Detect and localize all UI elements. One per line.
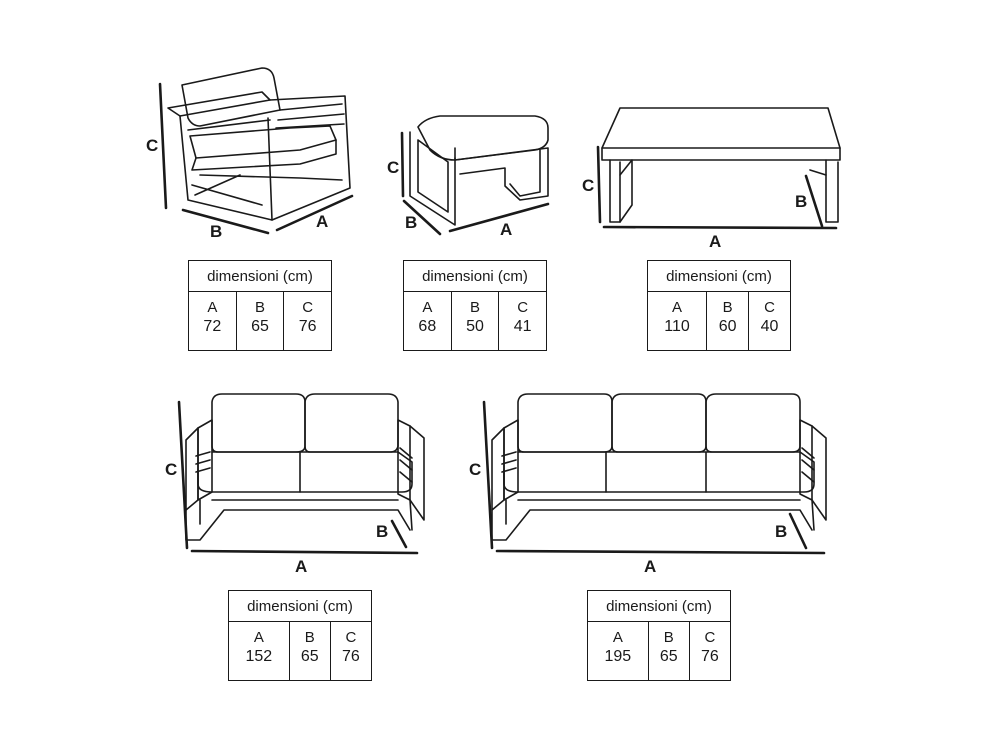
armchair-drawing	[167, 67, 351, 221]
key-c: C	[498, 291, 547, 316]
value-c: 76	[329, 646, 373, 681]
table-label-c: C	[582, 176, 594, 195]
ottoman-dim-a	[448, 202, 550, 233]
coffee-table-dimensions-table: dimensioni (cm) A B C 110 60 40	[646, 260, 791, 351]
table-dim-a	[602, 225, 838, 230]
sofa2-label-a: A	[295, 557, 307, 576]
table-header: dimensioni (cm)	[647, 260, 791, 292]
table-header: dimensioni (cm)	[188, 260, 332, 292]
value-a: 110	[646, 316, 708, 351]
value-b: 65	[288, 646, 331, 681]
value-b: 60	[706, 316, 750, 351]
armchair-dim-a	[275, 194, 354, 232]
sofa3-dim-c	[482, 400, 494, 550]
key-b: B	[450, 291, 500, 316]
armchair-label-a: A	[316, 212, 328, 231]
three-seat-sofa-drawing	[491, 393, 827, 541]
armchair-dim-c	[158, 82, 168, 210]
value-b: 50	[450, 316, 500, 351]
table-label-b: B	[795, 192, 807, 211]
ottoman-label-c: C	[387, 158, 399, 177]
key-b: B	[235, 291, 285, 316]
value-a: 152	[228, 646, 290, 681]
value-b: 65	[647, 646, 690, 681]
sofa2-label-c: C	[165, 460, 177, 479]
ottoman-dim-b	[402, 199, 442, 236]
key-b: B	[706, 291, 750, 316]
key-a: A	[646, 291, 708, 316]
armchair-label-b: B	[210, 222, 222, 241]
sofa2-dim-c	[177, 400, 189, 550]
value-c: 40	[748, 316, 791, 351]
ottoman-dim-c	[400, 131, 405, 198]
key-c: C	[283, 291, 332, 316]
value-c: 76	[283, 316, 332, 351]
sofa2-label-b: B	[376, 522, 388, 541]
table-dim-c	[596, 145, 602, 224]
sofa3-dim-a	[495, 549, 826, 555]
value-c: 76	[688, 646, 732, 681]
two-seat-sofa-dimensions-table: dimensioni (cm) A B C 152 65 76	[228, 590, 373, 681]
key-b: B	[647, 621, 690, 646]
sofa3-label-c: C	[469, 460, 481, 479]
two-seat-sofa-drawing	[185, 393, 425, 541]
key-a: A	[403, 291, 452, 316]
value-a: 195	[587, 646, 649, 681]
three-seat-sofa-dimensions-table: dimensioni (cm) A B C 195 65 76	[587, 590, 732, 681]
table-dim-b	[804, 174, 824, 228]
key-a: A	[587, 621, 649, 646]
sofa2-dim-b	[390, 519, 408, 549]
key-a: A	[188, 291, 237, 316]
value-b: 65	[235, 316, 285, 351]
table-header: dimensioni (cm)	[228, 590, 372, 622]
ottoman-dimensions-table: dimensioni (cm) A B C 68 50 41	[403, 260, 547, 351]
key-c: C	[748, 291, 791, 316]
ottoman-drawing	[409, 115, 549, 226]
coffee-table-drawing	[601, 107, 841, 223]
table-header: dimensioni (cm)	[403, 260, 547, 292]
armchair-label-c: C	[146, 136, 158, 155]
ottoman-label-b: B	[405, 213, 417, 232]
key-c: C	[329, 621, 373, 646]
table-header: dimensioni (cm)	[587, 590, 731, 622]
sofa3-dim-b	[788, 512, 808, 550]
dimension-lines	[158, 82, 838, 555]
value-a: 68	[403, 316, 452, 351]
key-b: B	[288, 621, 331, 646]
key-c: C	[688, 621, 732, 646]
armchair-dimensions-table: dimensioni (cm) A B C 72 65 76	[188, 260, 332, 351]
table-label-a: A	[709, 232, 721, 251]
sofa2-dim-a	[190, 549, 419, 555]
value-a: 72	[188, 316, 237, 351]
ottoman-label-a: A	[500, 220, 512, 239]
armchair-dim-b	[181, 208, 270, 235]
value-c: 41	[498, 316, 547, 351]
key-a: A	[228, 621, 290, 646]
sofa3-label-a: A	[644, 557, 656, 576]
sofa3-label-b: B	[775, 522, 787, 541]
